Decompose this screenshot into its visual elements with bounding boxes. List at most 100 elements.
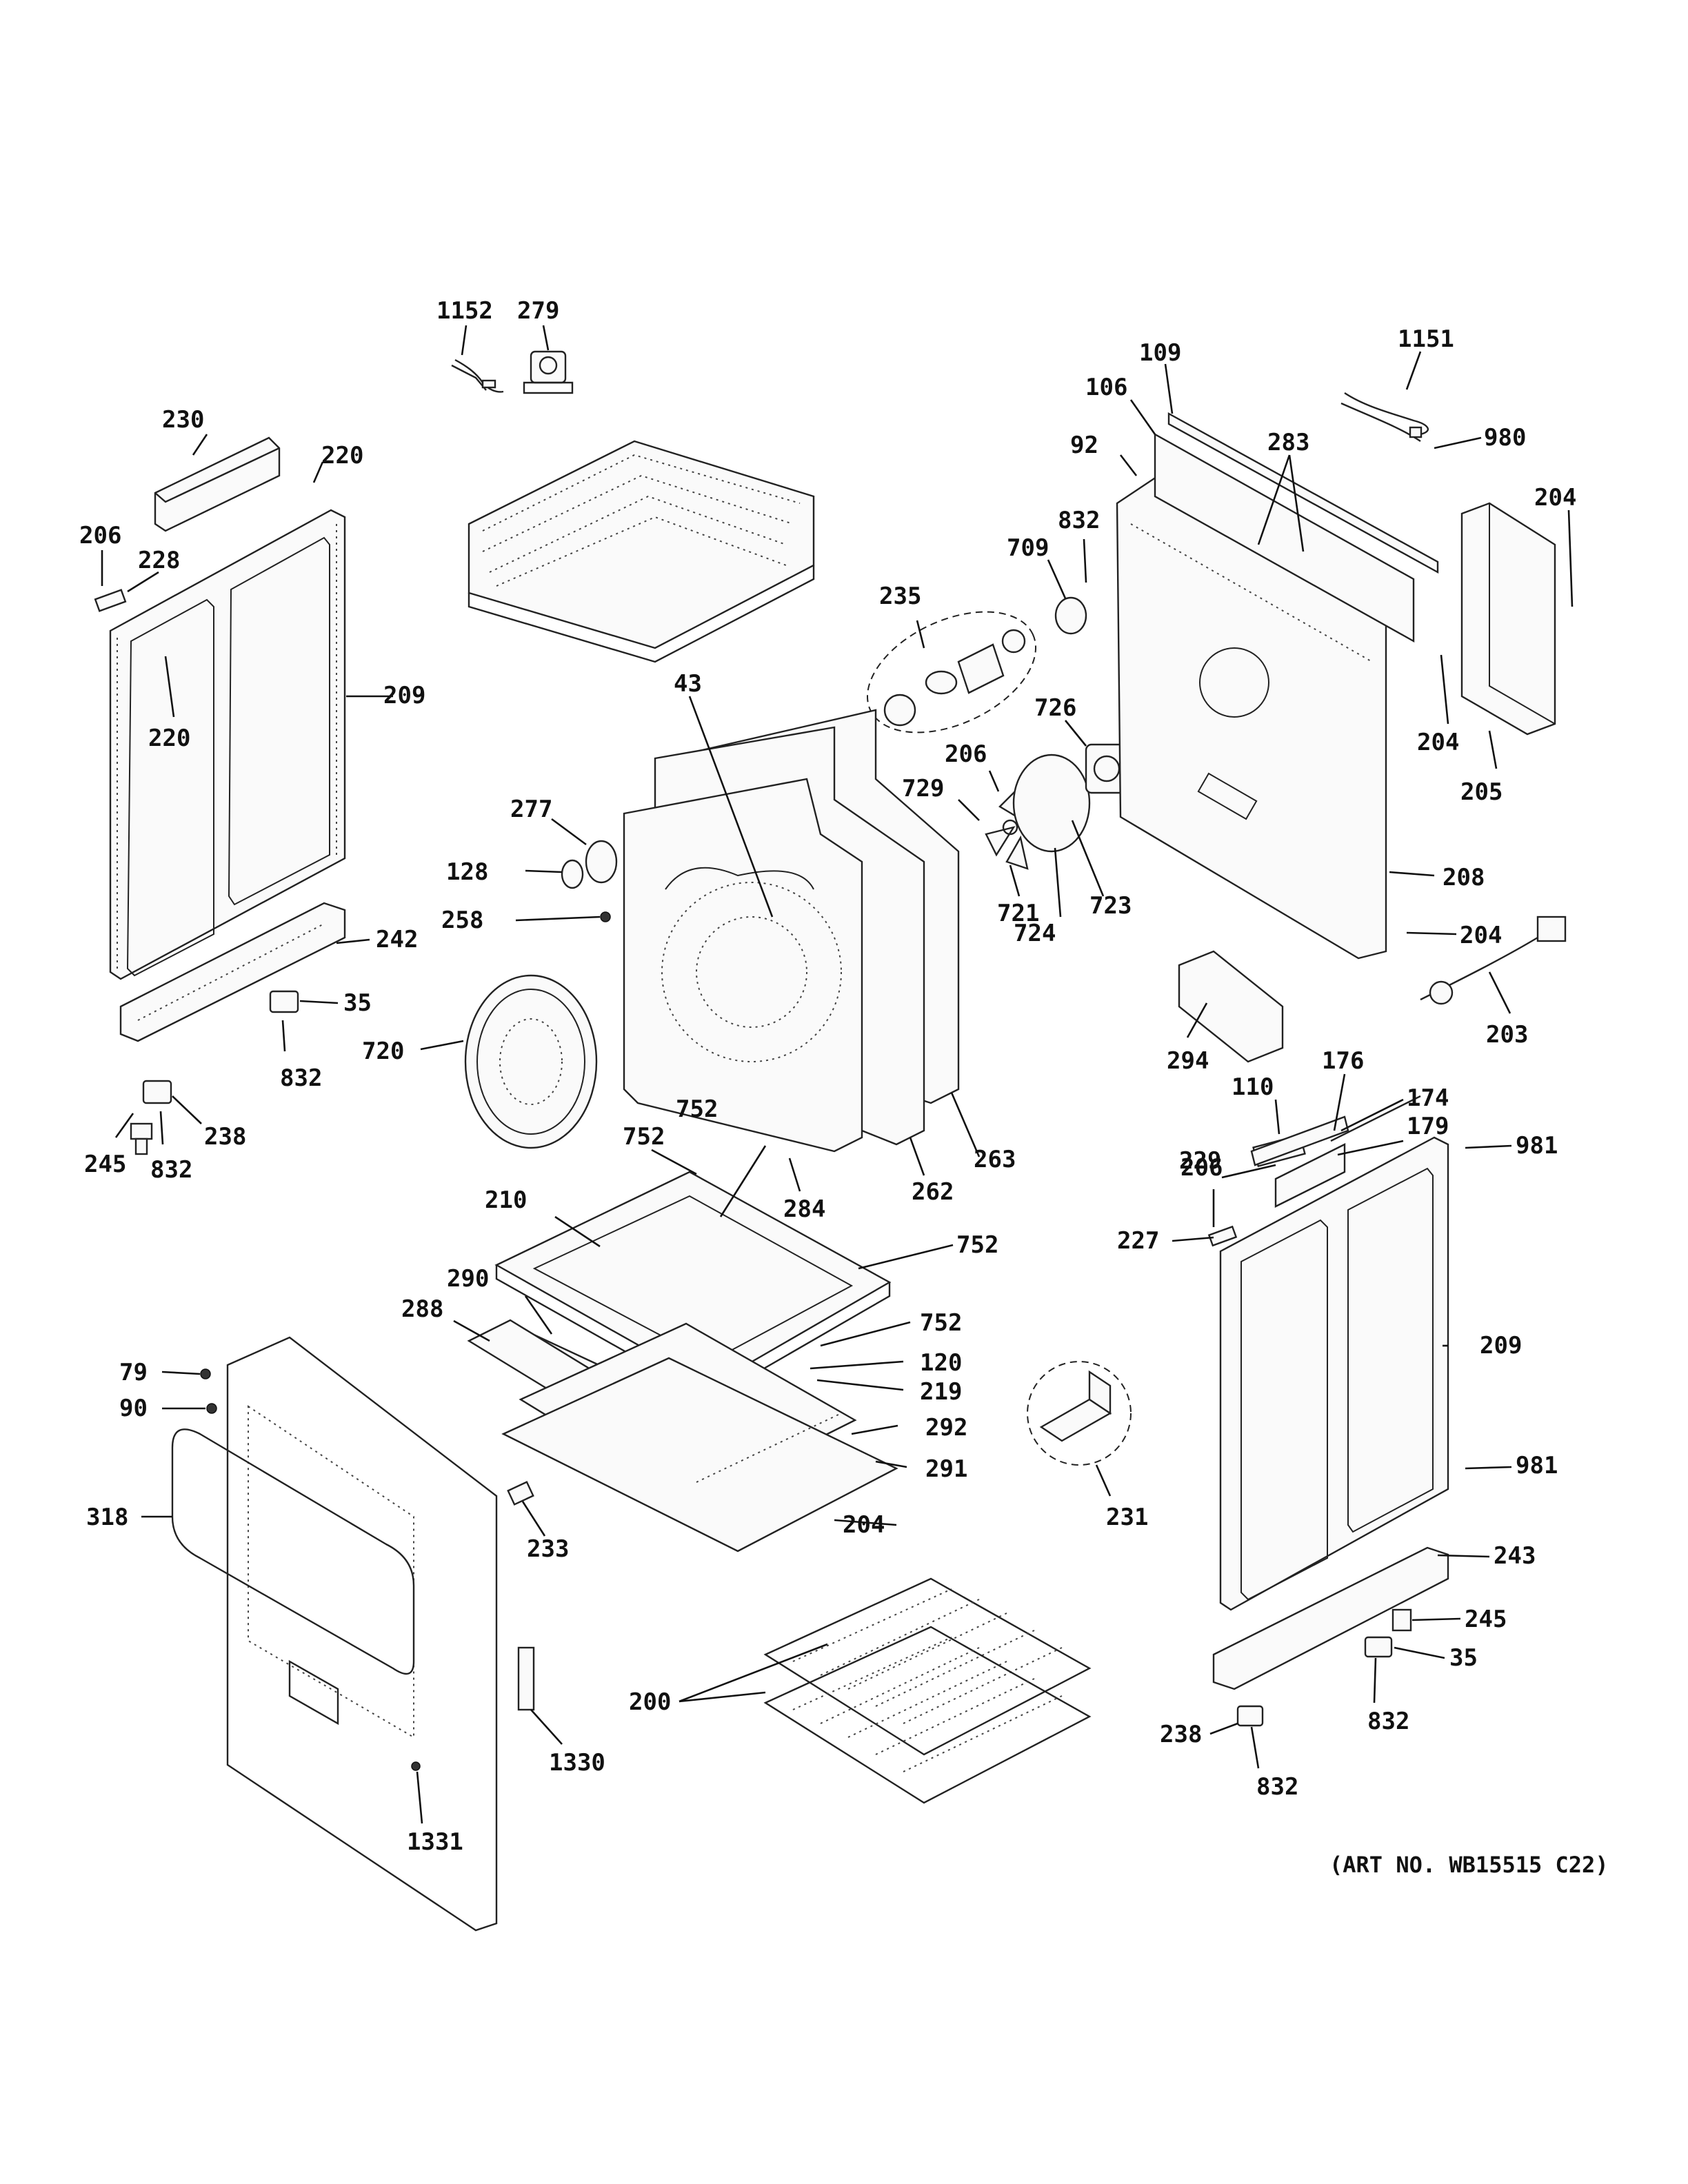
callout-243: 243 <box>1494 1542 1536 1570</box>
callout-220: 220 <box>148 725 190 752</box>
foot-pad-238-left <box>142 1080 172 1104</box>
plate-291 <box>501 1357 898 1553</box>
bracket-294 <box>1178 950 1284 1063</box>
callout-220: 220 <box>321 442 363 469</box>
bracket-229 <box>1250 1115 1349 1166</box>
wire-harness-1151 <box>1340 392 1429 442</box>
base-rail-left-242 <box>119 902 346 1042</box>
callout-290: 290 <box>447 1265 489 1293</box>
clip-227 <box>1207 1225 1238 1247</box>
ring-128 <box>561 859 584 889</box>
callout-106: 106 <box>1085 374 1127 401</box>
callout-227: 227 <box>1117 1227 1159 1255</box>
callout-219: 219 <box>920 1378 962 1406</box>
callout-832: 832 <box>150 1156 192 1184</box>
callout-174: 174 <box>1407 1084 1449 1112</box>
callout-204: 204 <box>1417 729 1459 756</box>
leveling-leg-245-left <box>130 1122 153 1155</box>
gasket-709 <box>1054 596 1087 635</box>
callout-120: 120 <box>920 1349 962 1377</box>
callout-43: 43 <box>674 670 702 698</box>
wire-harness-1152 <box>451 358 504 393</box>
hinge-detail-231 <box>1027 1361 1132 1466</box>
top-rail-109 <box>1167 412 1439 574</box>
oven-back-wall <box>623 778 863 1153</box>
oven-racks-200 <box>763 1577 1092 1804</box>
foot-pad-35-left <box>269 990 299 1013</box>
base-rail-right-243 <box>1212 1546 1449 1690</box>
side-panel-right-209 <box>1219 1136 1449 1611</box>
callout-262: 262 <box>912 1178 954 1206</box>
bracket-179 <box>1274 1143 1346 1208</box>
callout-1152: 1152 <box>436 297 493 325</box>
callout-204: 204 <box>1534 484 1576 512</box>
callout-229: 229 <box>1179 1147 1221 1175</box>
callout-204: 204 <box>843 1511 885 1539</box>
clip-228 <box>94 589 127 612</box>
callout-318: 318 <box>86 1504 128 1531</box>
callout-1331: 1331 <box>407 1828 463 1856</box>
foot-pad-35-right <box>1364 1636 1393 1658</box>
callout-294: 294 <box>1167 1047 1209 1075</box>
callout-209: 209 <box>383 682 425 709</box>
callout-92: 92 <box>1070 432 1098 459</box>
leader-lines <box>101 325 1574 1824</box>
lamp-assembly-235 <box>866 611 1037 734</box>
fan-cover-720 <box>464 974 598 1149</box>
rod-176 <box>1330 1095 1421 1142</box>
callout-709: 709 <box>1007 534 1049 562</box>
callout-90: 90 <box>119 1395 148 1422</box>
bumper-79 <box>200 1368 211 1379</box>
callout-203: 203 <box>1486 1021 1528 1049</box>
callout-288: 288 <box>401 1295 443 1323</box>
callout-79: 79 <box>119 1359 148 1386</box>
callout-206: 206 <box>1180 1154 1223 1182</box>
callout-752: 752 <box>676 1095 718 1123</box>
cover-box-205 <box>1460 502 1556 736</box>
callout-1151: 1151 <box>1398 325 1454 353</box>
callout-242: 242 <box>376 926 418 953</box>
callout-291: 291 <box>925 1455 967 1483</box>
callout-179: 179 <box>1407 1113 1449 1140</box>
callout-1330: 1330 <box>549 1749 605 1777</box>
power-cord-203 <box>1420 916 1567 1005</box>
callout-238: 238 <box>204 1123 246 1151</box>
panel-106 <box>1154 432 1415 643</box>
callout-832: 832 <box>1367 1708 1409 1735</box>
callout-205: 205 <box>1460 778 1503 806</box>
side-panel-left-209 <box>109 509 346 980</box>
callout-263: 263 <box>974 1146 1016 1173</box>
callout-35: 35 <box>1449 1644 1478 1672</box>
callout-980: 980 <box>1484 424 1526 452</box>
callout-209: 209 <box>1480 1332 1522 1359</box>
ring-277 <box>585 840 618 884</box>
callout-721: 721 <box>997 900 1039 927</box>
callout-238: 238 <box>1160 1721 1202 1748</box>
art-number: (ART NO. WB15515 C22) <box>1329 1852 1609 1878</box>
bumper-90 <box>206 1403 217 1414</box>
pin-258 <box>600 911 611 922</box>
callout-35: 35 <box>343 989 372 1017</box>
callout-258: 258 <box>441 907 483 934</box>
callout-981: 981 <box>1516 1452 1558 1479</box>
callout-245: 245 <box>84 1151 126 1178</box>
screw-1331 <box>411 1761 421 1771</box>
callout-752: 752 <box>956 1231 998 1259</box>
callout-233: 233 <box>527 1535 569 1563</box>
callout-832: 832 <box>1058 507 1100 534</box>
plate-724 <box>1012 754 1091 853</box>
callout-200: 200 <box>629 1688 671 1716</box>
top-cover-panel <box>468 440 815 663</box>
callout-284: 284 <box>783 1195 825 1223</box>
callout-228: 228 <box>138 547 180 574</box>
callout-723: 723 <box>1089 892 1132 920</box>
callout-720: 720 <box>362 1038 404 1065</box>
callout-292: 292 <box>925 1414 967 1442</box>
callout-724: 724 <box>1014 920 1056 947</box>
callout-752: 752 <box>623 1123 665 1151</box>
callout-109: 109 <box>1139 339 1181 367</box>
switch-279 <box>523 350 574 394</box>
callout-labels: 1152 279 230 220 206 228 220 209 242 35 … <box>79 297 1576 1856</box>
callout-231: 231 <box>1106 1504 1148 1531</box>
